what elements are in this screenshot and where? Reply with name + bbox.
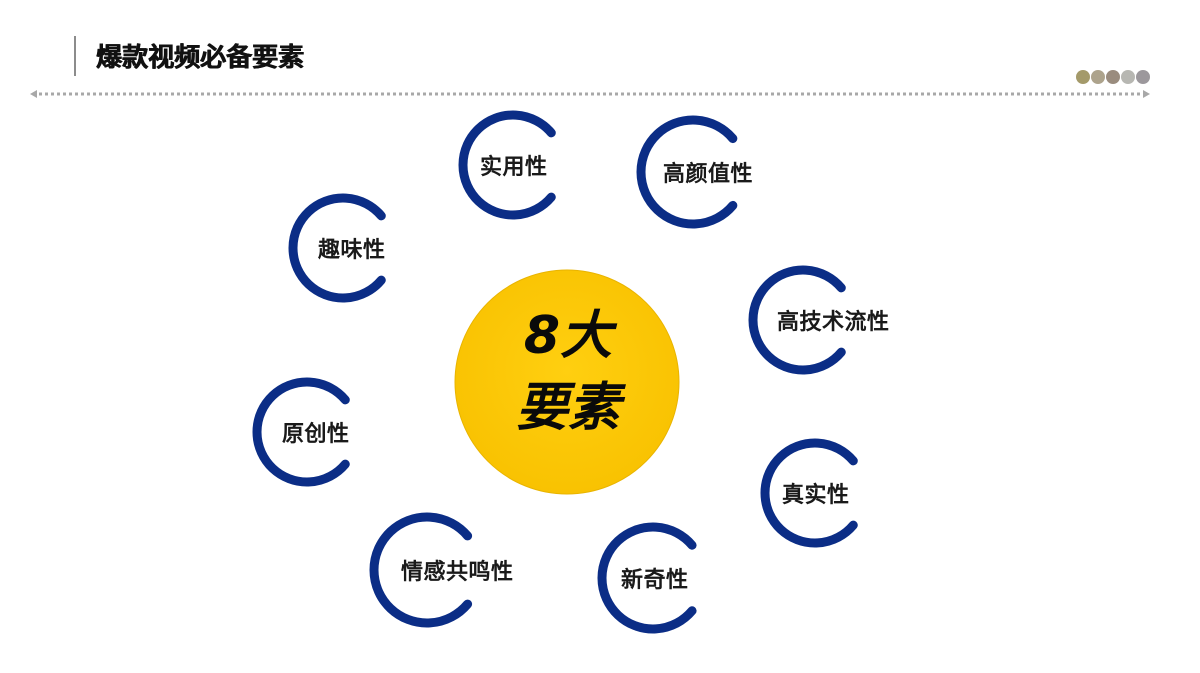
decor-dot [1121,70,1135,84]
decor-dot [1106,70,1120,84]
element-label: 实用性 [480,155,548,180]
c-arc-icon [458,110,556,220]
decor-dot [1091,70,1105,84]
page-title: 爆款视频必备要素 [96,43,305,73]
decorative-dots [1076,70,1150,84]
element-label: 高技术流性 [777,310,890,335]
c-arc-icon [597,522,697,634]
center-label: 8大 要素 [456,300,680,444]
element-label: 趣味性 [318,238,386,263]
c-arc-icon [636,115,738,229]
center-label-line1: 8大 [523,306,613,366]
element-arcs [252,110,858,634]
element-label: 新奇性 [621,568,689,593]
element-label: 情感共鸣性 [401,560,514,585]
c-arc-icon [252,377,350,487]
center-label-line2: 要素 [515,378,620,438]
arrow-left-icon [30,90,37,98]
center-circle [454,269,680,495]
c-arc-icon [748,265,846,375]
decor-dot [1136,70,1150,84]
element-label: 高颜值性 [663,162,754,187]
element-label: 真实性 [782,483,850,508]
c-arc-icon [760,438,858,548]
dotted-arrow-divider [30,90,1150,98]
c-arc-icon [288,193,386,303]
arrow-right-icon [1143,90,1150,98]
element-label: 原创性 [282,422,350,447]
c-arc-icon [369,512,473,628]
title-accent-bar [74,36,76,76]
decor-dot [1076,70,1090,84]
